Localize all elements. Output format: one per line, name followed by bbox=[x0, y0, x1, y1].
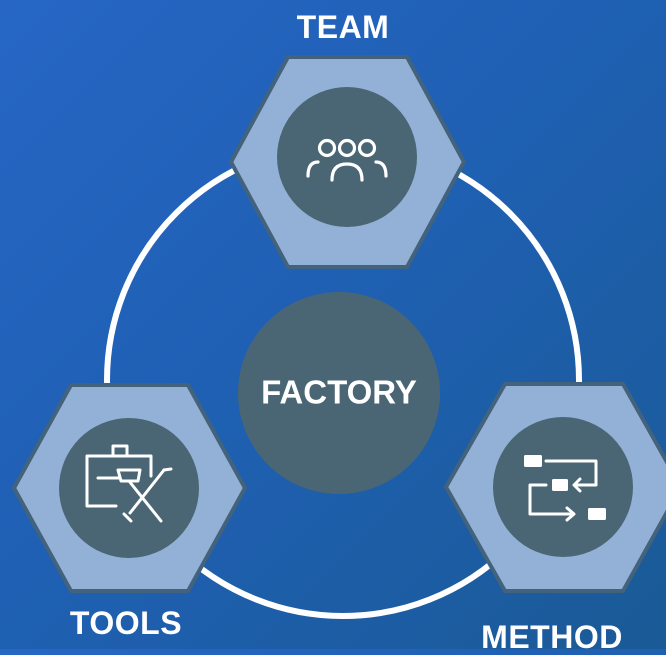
factory-label: FACTORY bbox=[261, 373, 417, 411]
tools-label: TOOLS bbox=[69, 605, 183, 641]
tools-icon-circle bbox=[59, 418, 199, 558]
factory-circle bbox=[238, 292, 440, 494]
method-node bbox=[444, 382, 666, 593]
team-node bbox=[229, 55, 466, 269]
team-label: TEAM bbox=[296, 9, 390, 45]
workflow-icon bbox=[524, 455, 606, 522]
tools-node bbox=[12, 383, 247, 593]
people-icon bbox=[306, 138, 388, 182]
method-label: METHOD bbox=[481, 619, 623, 655]
toolbox-icon bbox=[85, 444, 173, 523]
